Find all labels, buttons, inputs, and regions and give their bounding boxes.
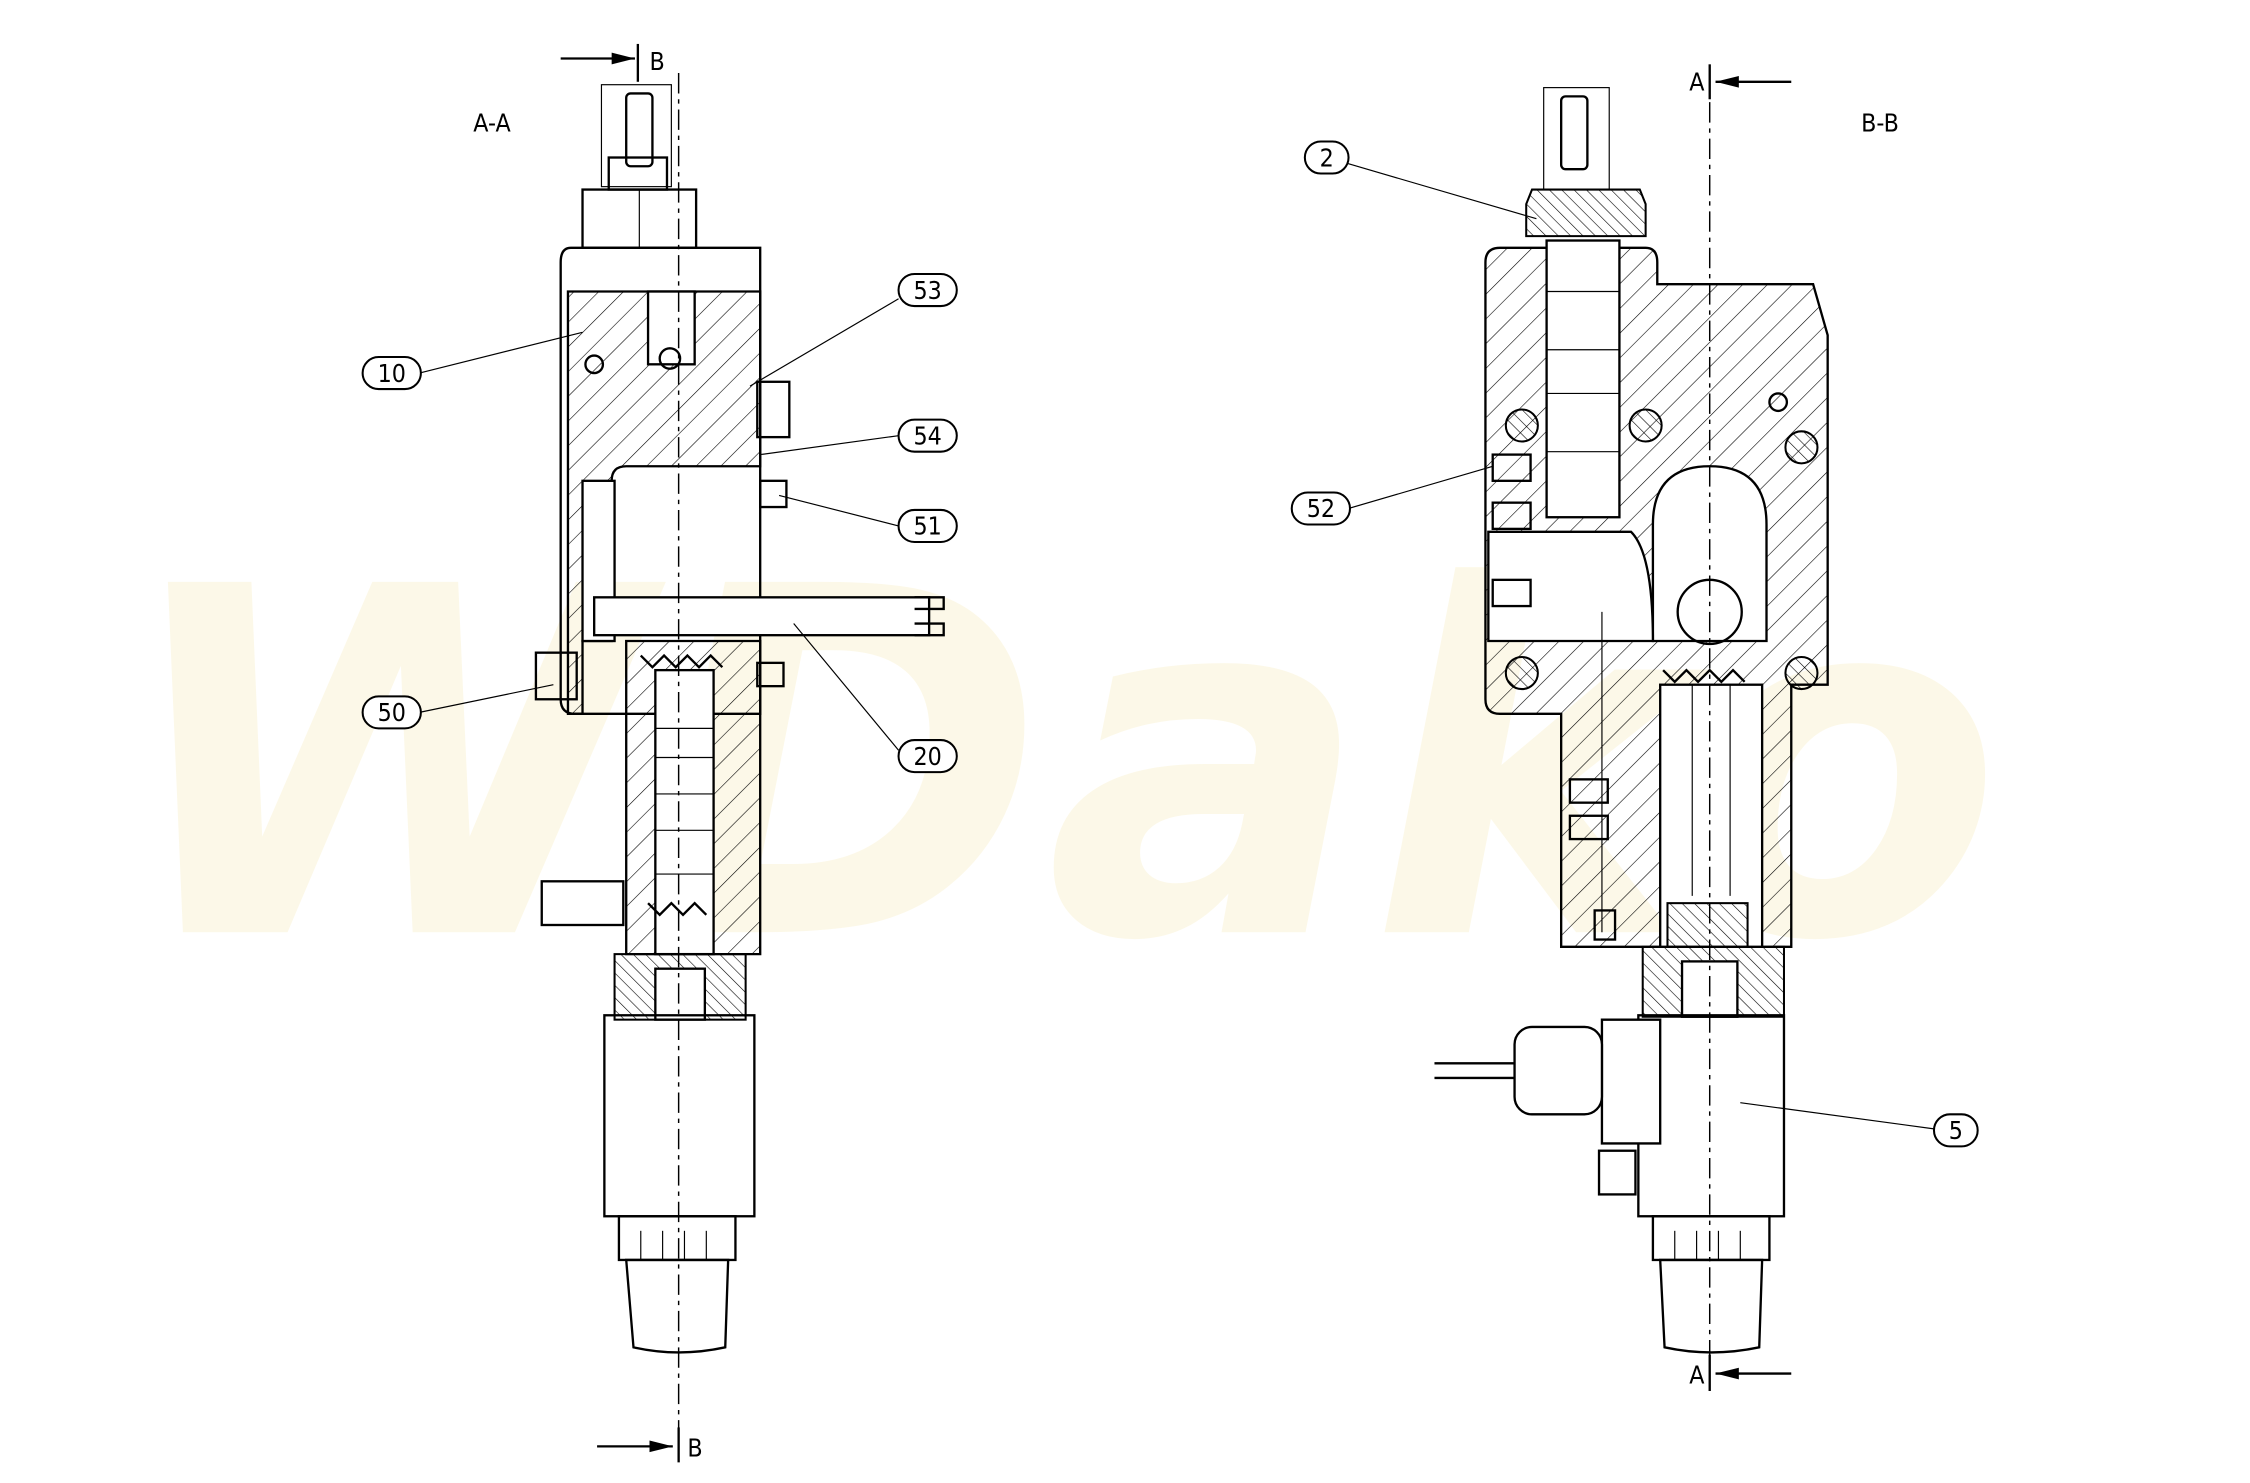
cartridge-2 [1525, 188, 1647, 238]
connector [1600, 1018, 1662, 1145]
callout-5: 5 [1740, 1102, 1979, 1148]
callout-20: 20 [793, 623, 958, 774]
section-title-b-b: B-B [1861, 108, 1899, 137]
svg-text:20: 20 [914, 742, 942, 771]
manual-knob-right [1658, 1258, 1764, 1354]
callout-54: 54 [760, 418, 958, 456]
svg-text:50: 50 [378, 698, 406, 727]
section-view-b-b: B-B A [1290, 64, 1979, 1392]
callout-2: 2 [1303, 140, 1537, 220]
plug-50 [534, 651, 578, 701]
manual-knob-left [624, 1258, 730, 1354]
cut-marker-top-a: A [1689, 68, 1705, 97]
svg-text:52: 52 [1307, 494, 1335, 523]
section-title-a-a: A-A [473, 108, 511, 137]
svg-text:10: 10 [378, 359, 406, 388]
cut-marker-top-b: B [650, 47, 665, 76]
svg-text:5: 5 [1949, 1116, 1963, 1145]
callout-53: 53 [749, 273, 958, 387]
section-view-a-a: A-A B [361, 43, 958, 1463]
cut-marker-bottom-b: B [687, 1434, 702, 1463]
callout-10: 10 [361, 331, 583, 391]
cut-marker-bottom-a: A [1689, 1361, 1705, 1390]
svg-text:2: 2 [1320, 143, 1334, 172]
lever-20 [593, 596, 931, 637]
callout-52: 52 [1290, 465, 1493, 526]
callout-51: 51 [778, 494, 958, 544]
svg-text:51: 51 [914, 512, 942, 541]
callout-50: 50 [361, 684, 554, 730]
svg-text:54: 54 [914, 421, 942, 450]
svg-text:53: 53 [914, 276, 942, 305]
